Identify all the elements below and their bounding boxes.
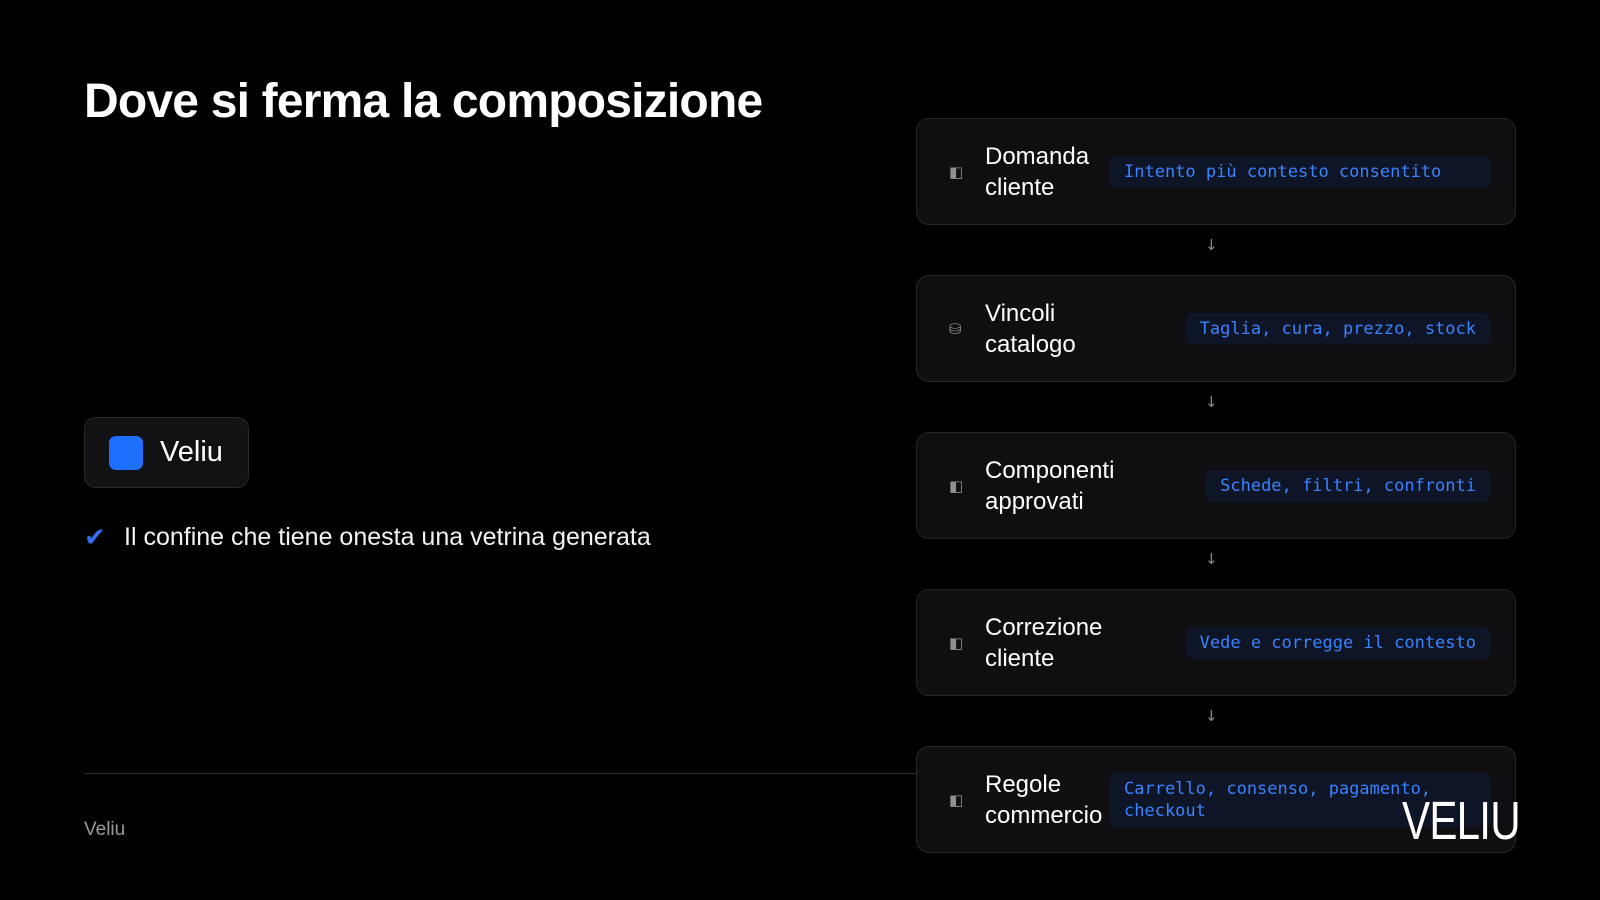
- brand-square-icon: [109, 435, 143, 470]
- arrow-down-icon: ↓: [1205, 393, 1218, 411]
- slide-title: Dove si ferma la composizione: [84, 75, 763, 128]
- panel-icon: ◧: [949, 476, 964, 495]
- database-icon: ⛁: [949, 319, 962, 338]
- key-point-text: Il confine che tiene onesta una vetrina …: [124, 523, 651, 551]
- key-point: ✔ Il confine che tiene onesta una vetrin…: [84, 522, 651, 553]
- flow-step-regole-commercio: ◧ Regole commercio Carrello, consenso, p…: [916, 746, 1516, 853]
- step-label: Componenti approvati: [985, 456, 1115, 515]
- step-tag: Vede e corregge il contesto: [1185, 626, 1490, 659]
- step-tag: Carrello, consenso, pagamento, checkout: [1110, 772, 1490, 827]
- step-label: Regole commercio: [985, 770, 1103, 829]
- footer-divider: [84, 773, 919, 774]
- flow-step-vincoli-catalogo: ⛁ Vincoli catalogo Taglia, cura, prezzo,…: [916, 275, 1516, 382]
- footer-label: Veliu: [84, 819, 126, 840]
- flow-step-correzione-cliente: ◧ Correzione cliente Vede e corregge il …: [916, 589, 1516, 696]
- brand-chip: Veliu: [84, 417, 249, 488]
- checkmark-icon: ✔: [84, 522, 106, 552]
- panel-icon: ◧: [949, 162, 964, 181]
- step-tag: Intento più contesto consentito: [1110, 155, 1490, 188]
- arrow-down-icon: ↓: [1205, 707, 1218, 725]
- arrow-down-icon: ↓: [1205, 550, 1218, 568]
- panel-icon: ◧: [949, 790, 964, 809]
- arrow-down-icon: ↓: [1205, 236, 1218, 254]
- step-label: Vincoli catalogo: [985, 299, 1076, 358]
- step-tag: Schede, filtri, confronti: [1206, 469, 1490, 502]
- step-label: Correzione cliente: [985, 613, 1103, 672]
- flow-step-componenti-approvati: ◧ Componenti approvati Schede, filtri, c…: [916, 432, 1516, 539]
- flow-step-domanda-cliente: ◧ Domanda cliente Intento più contesto c…: [916, 118, 1516, 225]
- panel-icon: ◧: [949, 633, 964, 652]
- step-label: Domanda cliente: [985, 142, 1090, 201]
- step-tag: Taglia, cura, prezzo, stock: [1185, 312, 1490, 345]
- brand-name: Veliu: [160, 436, 223, 468]
- veliu-logo: VELIU: [1402, 791, 1521, 851]
